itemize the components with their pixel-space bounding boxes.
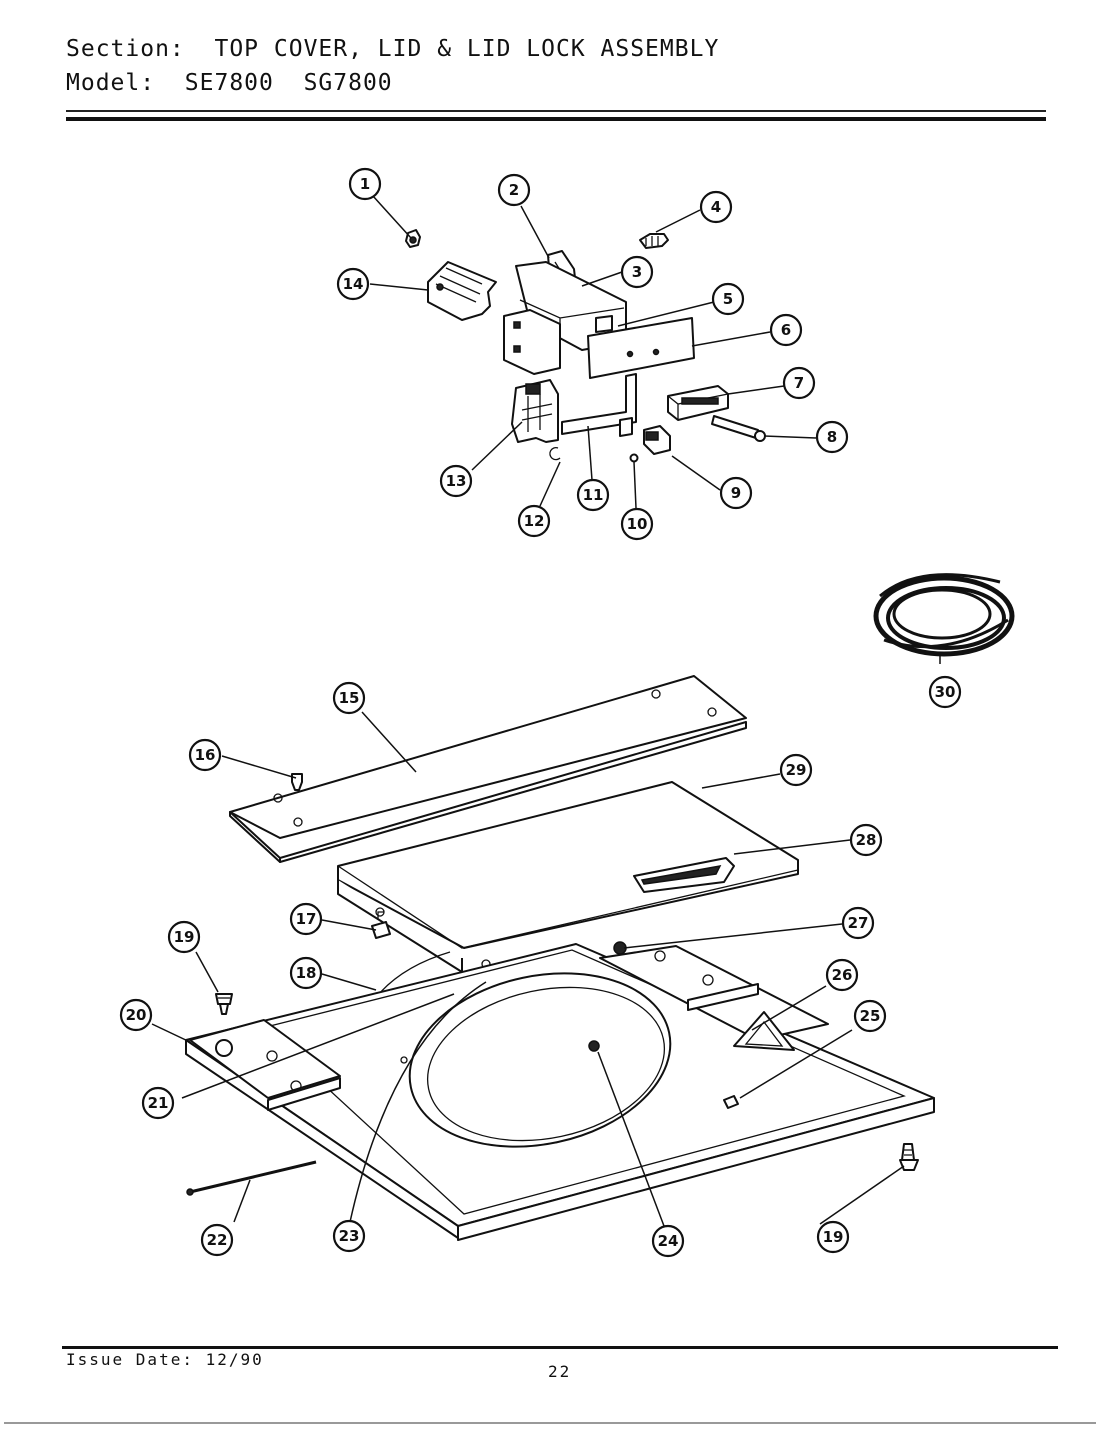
footer-rule xyxy=(62,1346,1058,1349)
part-pin-8 xyxy=(711,415,766,442)
callout-27: 27 xyxy=(841,906,875,940)
callout-5: 5 xyxy=(711,282,745,316)
callout-11: 11 xyxy=(576,478,610,512)
part-triangle-26 xyxy=(733,1011,795,1051)
callout-9-label: 9 xyxy=(731,484,741,502)
callout-13-label: 13 xyxy=(446,472,467,490)
callout-4-label: 4 xyxy=(711,198,721,216)
section-heading: Section: TOP COVER, LID & LID LOCK ASSEM… xyxy=(66,36,719,62)
callout-17: 17 xyxy=(289,902,323,936)
callout-21: 21 xyxy=(141,1086,175,1120)
callout-13: 13 xyxy=(439,464,473,498)
callout-9: 9 xyxy=(719,476,753,510)
part-rod-22 xyxy=(186,1160,317,1196)
part-switch-7 xyxy=(667,385,729,421)
callout-10: 10 xyxy=(620,507,654,541)
callout-28-label: 28 xyxy=(856,831,877,849)
part-plate-6 xyxy=(587,317,695,379)
callout-19a: 19 xyxy=(167,920,201,954)
callout-17-label: 17 xyxy=(296,910,317,928)
part-handle-28 xyxy=(633,857,735,893)
part-housing-5 xyxy=(503,261,627,375)
part-actuator-11 xyxy=(561,373,637,437)
part-screw-25 xyxy=(723,1095,739,1109)
callout-14-label: 14 xyxy=(343,275,364,293)
part-screw-16 xyxy=(291,773,303,791)
callout-12: 12 xyxy=(517,504,551,538)
callout-27-label: 27 xyxy=(848,914,869,932)
part-wire-harness-30 xyxy=(873,573,1015,657)
callout-30-label: 30 xyxy=(935,683,956,701)
callout-3-label: 3 xyxy=(632,263,642,281)
callout-2: 2 xyxy=(497,173,531,207)
callout-29: 29 xyxy=(779,753,813,787)
issue-date: Issue Date: 12/90 xyxy=(66,1350,264,1369)
callout-1-label: 1 xyxy=(360,175,370,193)
callout-8: 8 xyxy=(815,420,849,454)
callout-18: 18 xyxy=(289,956,323,990)
callout-25-label: 25 xyxy=(860,1007,881,1025)
section-label: Section: xyxy=(66,36,185,62)
part-bracket-14 xyxy=(427,261,497,321)
model-label: Model: xyxy=(66,70,156,96)
model-heading: Model: SE7800 SG7800 xyxy=(66,70,393,96)
model-numbers: SE7800 SG7800 xyxy=(184,70,393,96)
callout-11-label: 11 xyxy=(583,486,604,504)
callout-20-label: 20 xyxy=(126,1006,147,1024)
callout-16: 16 xyxy=(188,738,222,772)
callout-20: 20 xyxy=(119,998,153,1032)
callout-19a-label: 19 xyxy=(174,928,195,946)
callout-21-label: 21 xyxy=(148,1094,169,1112)
part-screw-10 xyxy=(629,453,639,463)
callout-7-label: 7 xyxy=(794,374,804,392)
part-top-cover-20 xyxy=(185,943,935,1241)
callout-12-label: 12 xyxy=(524,512,545,530)
leader-lines xyxy=(151,195,941,1227)
part-lid-29 xyxy=(337,781,799,973)
callout-2-label: 2 xyxy=(509,181,519,199)
callout-6-label: 6 xyxy=(781,321,791,339)
callout-5-label: 5 xyxy=(723,290,733,308)
callout-26-label: 26 xyxy=(832,966,853,984)
part-solenoid-13 xyxy=(511,379,559,443)
part-screw-4 xyxy=(639,233,669,249)
callout-24: 24 xyxy=(651,1224,685,1258)
callout-22: 22 xyxy=(200,1223,234,1257)
page-number: 22 xyxy=(548,1362,572,1381)
callout-28: 28 xyxy=(849,823,883,857)
callout-16-label: 16 xyxy=(195,746,216,764)
callout-19b-label: 19 xyxy=(823,1228,844,1246)
callout-30: 30 xyxy=(928,675,962,709)
callout-6: 6 xyxy=(769,313,803,347)
callout-3: 3 xyxy=(620,255,654,289)
header-rule-thick xyxy=(66,117,1046,121)
part-screw-1 xyxy=(405,229,421,248)
section-title: TOP COVER, LID & LID LOCK ASSEMBLY xyxy=(214,36,720,62)
callout-22-label: 22 xyxy=(207,1231,228,1249)
callout-25: 25 xyxy=(853,999,887,1033)
callout-18-label: 18 xyxy=(296,964,317,982)
part-clip-17 xyxy=(371,911,391,939)
callout-23: 23 xyxy=(332,1219,366,1253)
callout-15: 15 xyxy=(332,681,366,715)
callout-24-label: 24 xyxy=(658,1232,679,1250)
page-bottom-edge xyxy=(4,1422,1096,1424)
callout-4: 4 xyxy=(699,190,733,224)
callout-23-label: 23 xyxy=(339,1227,360,1245)
callout-7: 7 xyxy=(782,366,816,400)
callout-15-label: 15 xyxy=(339,689,360,707)
part-clip-12 xyxy=(549,446,561,461)
part-screw-19a xyxy=(215,993,233,1015)
callout-8-label: 8 xyxy=(827,428,837,446)
callout-29-label: 29 xyxy=(786,761,807,779)
callout-10-label: 10 xyxy=(627,515,648,533)
callout-14: 14 xyxy=(336,267,370,301)
part-console-15 xyxy=(229,675,747,863)
header-rule-thin xyxy=(66,110,1046,112)
callout-26: 26 xyxy=(825,958,859,992)
part-microswitch-9 xyxy=(643,425,671,455)
callout-19b: 19 xyxy=(816,1220,850,1254)
callout-1: 1 xyxy=(348,167,382,201)
